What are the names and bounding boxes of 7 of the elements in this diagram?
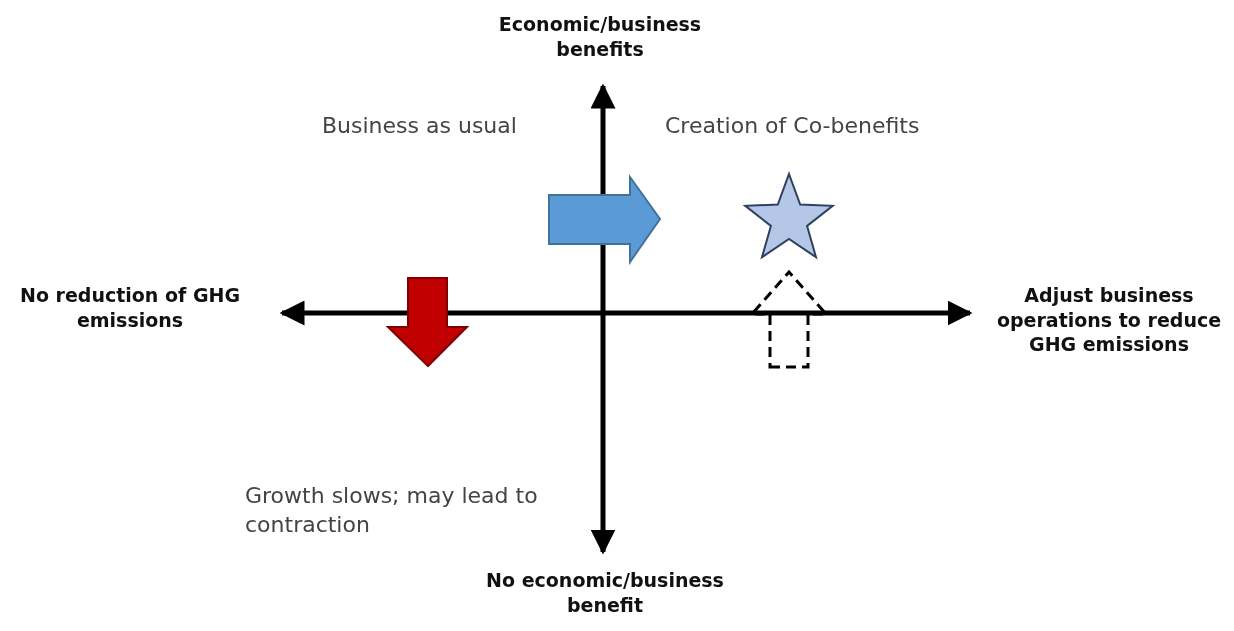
axis-label: No reduction of GHG emissions [19,283,241,333]
axis-label: Economic/business benefits [497,12,703,62]
quadrant-label: Growth slows; may lead to contraction [245,482,539,539]
quadrant-label: Creation of Co-benefits [665,112,921,140]
axis-label: Adjust business operations to reduce GHG emissions [995,283,1223,358]
quadrant-label: Business as usual [322,112,518,140]
axis-label: No economic/business benefit [485,568,725,618]
